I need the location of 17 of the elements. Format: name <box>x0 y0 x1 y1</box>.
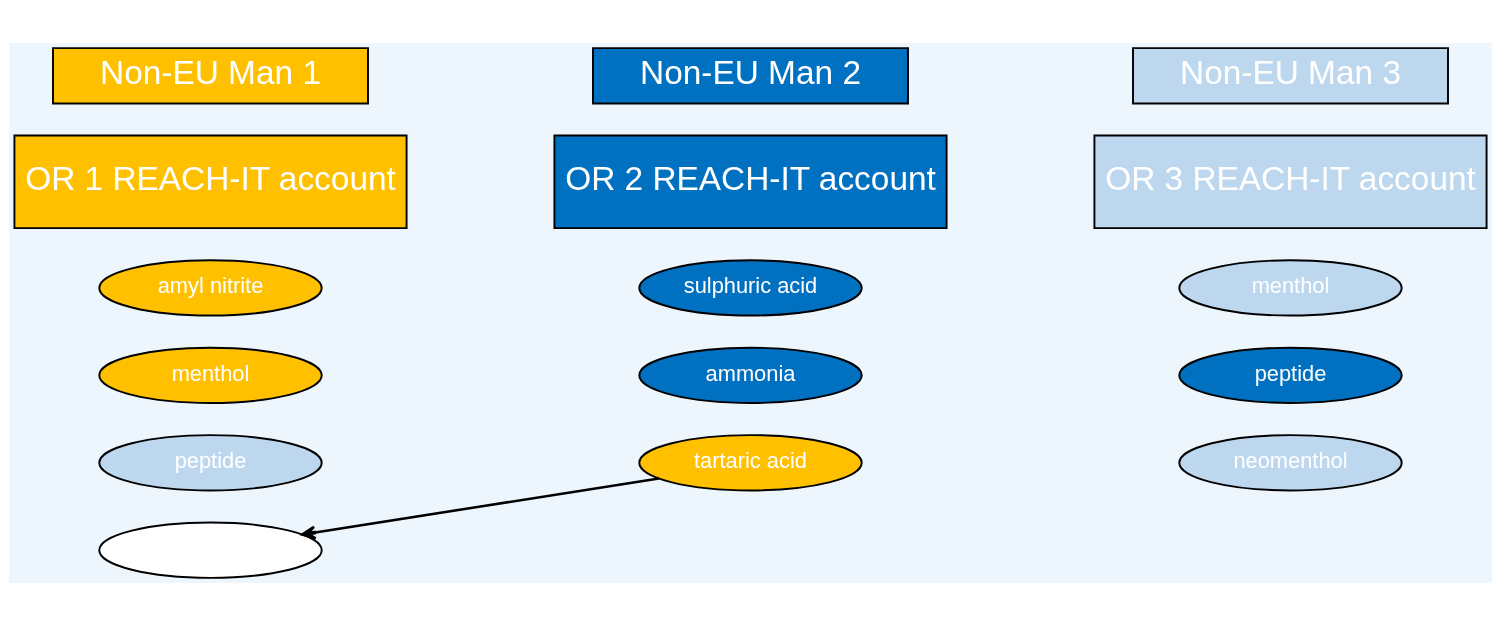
node-box: Non-EU Man 1 <box>52 47 369 105</box>
node-ellipse: ammonia <box>638 346 863 404</box>
node-ellipse: sulphuric acid <box>638 259 863 317</box>
node-ellipse: neomenthol <box>1178 434 1403 492</box>
node-ellipse: peptide <box>1178 346 1403 404</box>
node-ellipse: menthol <box>98 346 323 404</box>
node-box: Non-EU Man 2 <box>592 47 909 105</box>
node-ellipse: amyl nitrite <box>98 259 323 317</box>
node-ellipse: menthol <box>1178 259 1403 317</box>
node-ellipse: tartaric acid <box>638 434 863 492</box>
node-box: OR 1 REACH-IT account <box>13 134 408 230</box>
node-box: OR 2 REACH-IT account <box>553 134 948 230</box>
node-box: Non-EU Man 3 <box>1132 47 1449 105</box>
arrow <box>300 477 660 540</box>
node-ellipse: peptide <box>98 434 323 492</box>
node-box: OR 3 REACH-IT account <box>1093 134 1488 230</box>
node-ellipse <box>98 521 323 579</box>
